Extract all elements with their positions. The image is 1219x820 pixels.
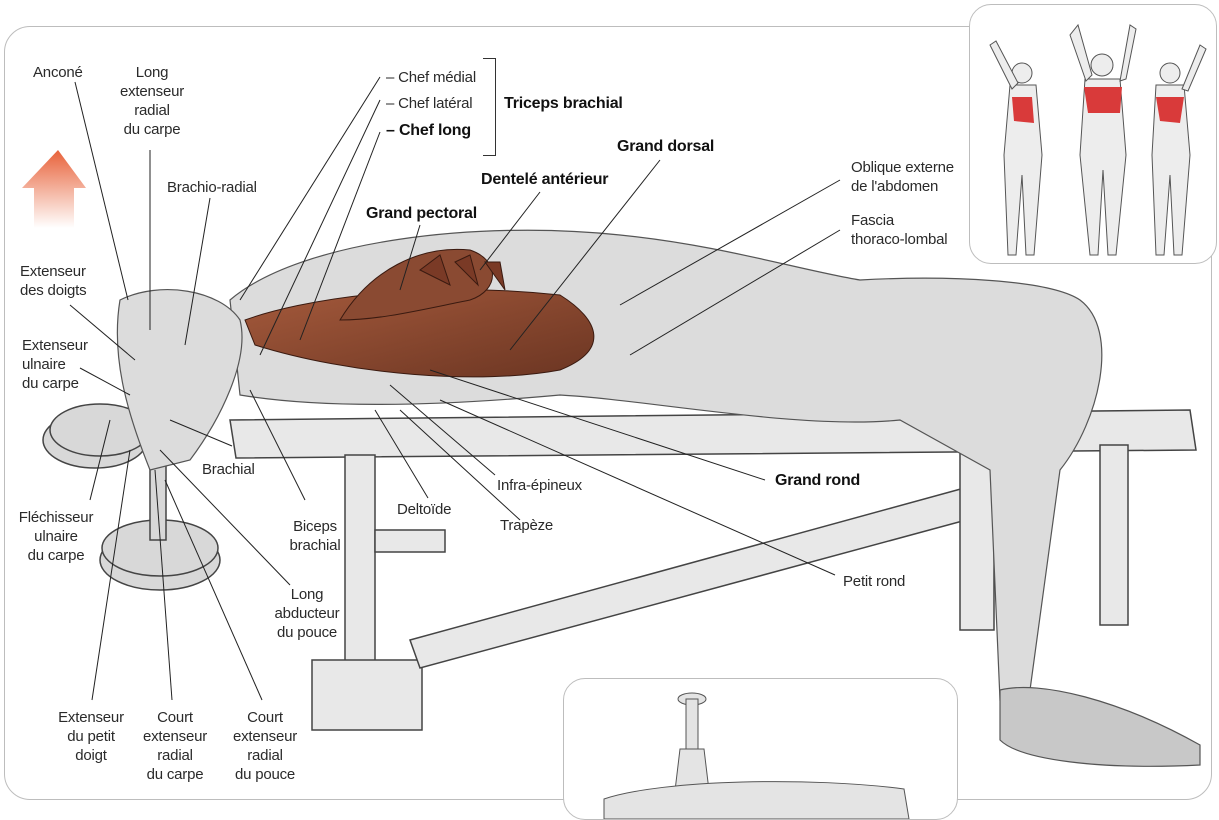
label-brachio-radial: Brachio-radial	[167, 178, 257, 197]
label-chef-long: – Chef long	[386, 121, 471, 140]
inset-lying-figure	[564, 679, 957, 819]
label-triceps-brachial: Triceps brachial	[504, 94, 623, 113]
label-extenseur-ulnaire: Extenseur ulnaire du carpe	[22, 336, 88, 393]
direction-arrow	[22, 150, 86, 228]
label-ancone: Anconé	[33, 63, 83, 82]
triceps-bracket	[483, 58, 496, 156]
inset-exercise-view	[563, 678, 958, 820]
label-chef-medial: – Chef médial	[386, 68, 476, 87]
label-extenseur-petit-doigt: Extenseur du petit doigt	[50, 708, 132, 765]
label-trapeze: Trapèze	[500, 516, 553, 535]
label-grand-pectoral: Grand pectoral	[366, 204, 477, 223]
label-grand-dorsal: Grand dorsal	[617, 137, 714, 156]
label-dentele-anterieur: Dentelé antérieur	[481, 170, 608, 189]
label-long-abducteur: Long abducteur du pouce	[262, 585, 352, 642]
label-fascia-thoraco-lombal: Fascia thoraco-lombal	[851, 211, 947, 249]
label-extenseur-doigts: Extenseur des doigts	[20, 262, 86, 300]
label-chef-lateral: – Chef latéral	[386, 94, 472, 113]
inset-muscle-highlight	[969, 4, 1217, 264]
label-long-extenseur-radial: Long extenseur radial du carpe	[112, 63, 192, 139]
label-court-extenseur-carpe: Court extenseur radial du carpe	[135, 708, 215, 784]
label-oblique-externe: Oblique externe de l'abdomen	[851, 158, 954, 196]
label-petit-rond: Petit rond	[843, 572, 905, 591]
label-grand-rond: Grand rond	[775, 471, 860, 490]
inset-figures	[970, 5, 1216, 263]
label-court-extenseur-pouce: Court extenseur radial du pouce	[225, 708, 305, 784]
label-infra-epineux: Infra-épineux	[497, 476, 582, 495]
label-biceps-brachial: Biceps brachial	[280, 517, 350, 555]
label-flechisseur-ulnaire: Fléchisseur ulnaire du carpe	[12, 508, 100, 565]
label-deltoide: Deltoïde	[397, 500, 451, 519]
label-brachial: Brachial	[202, 460, 255, 479]
